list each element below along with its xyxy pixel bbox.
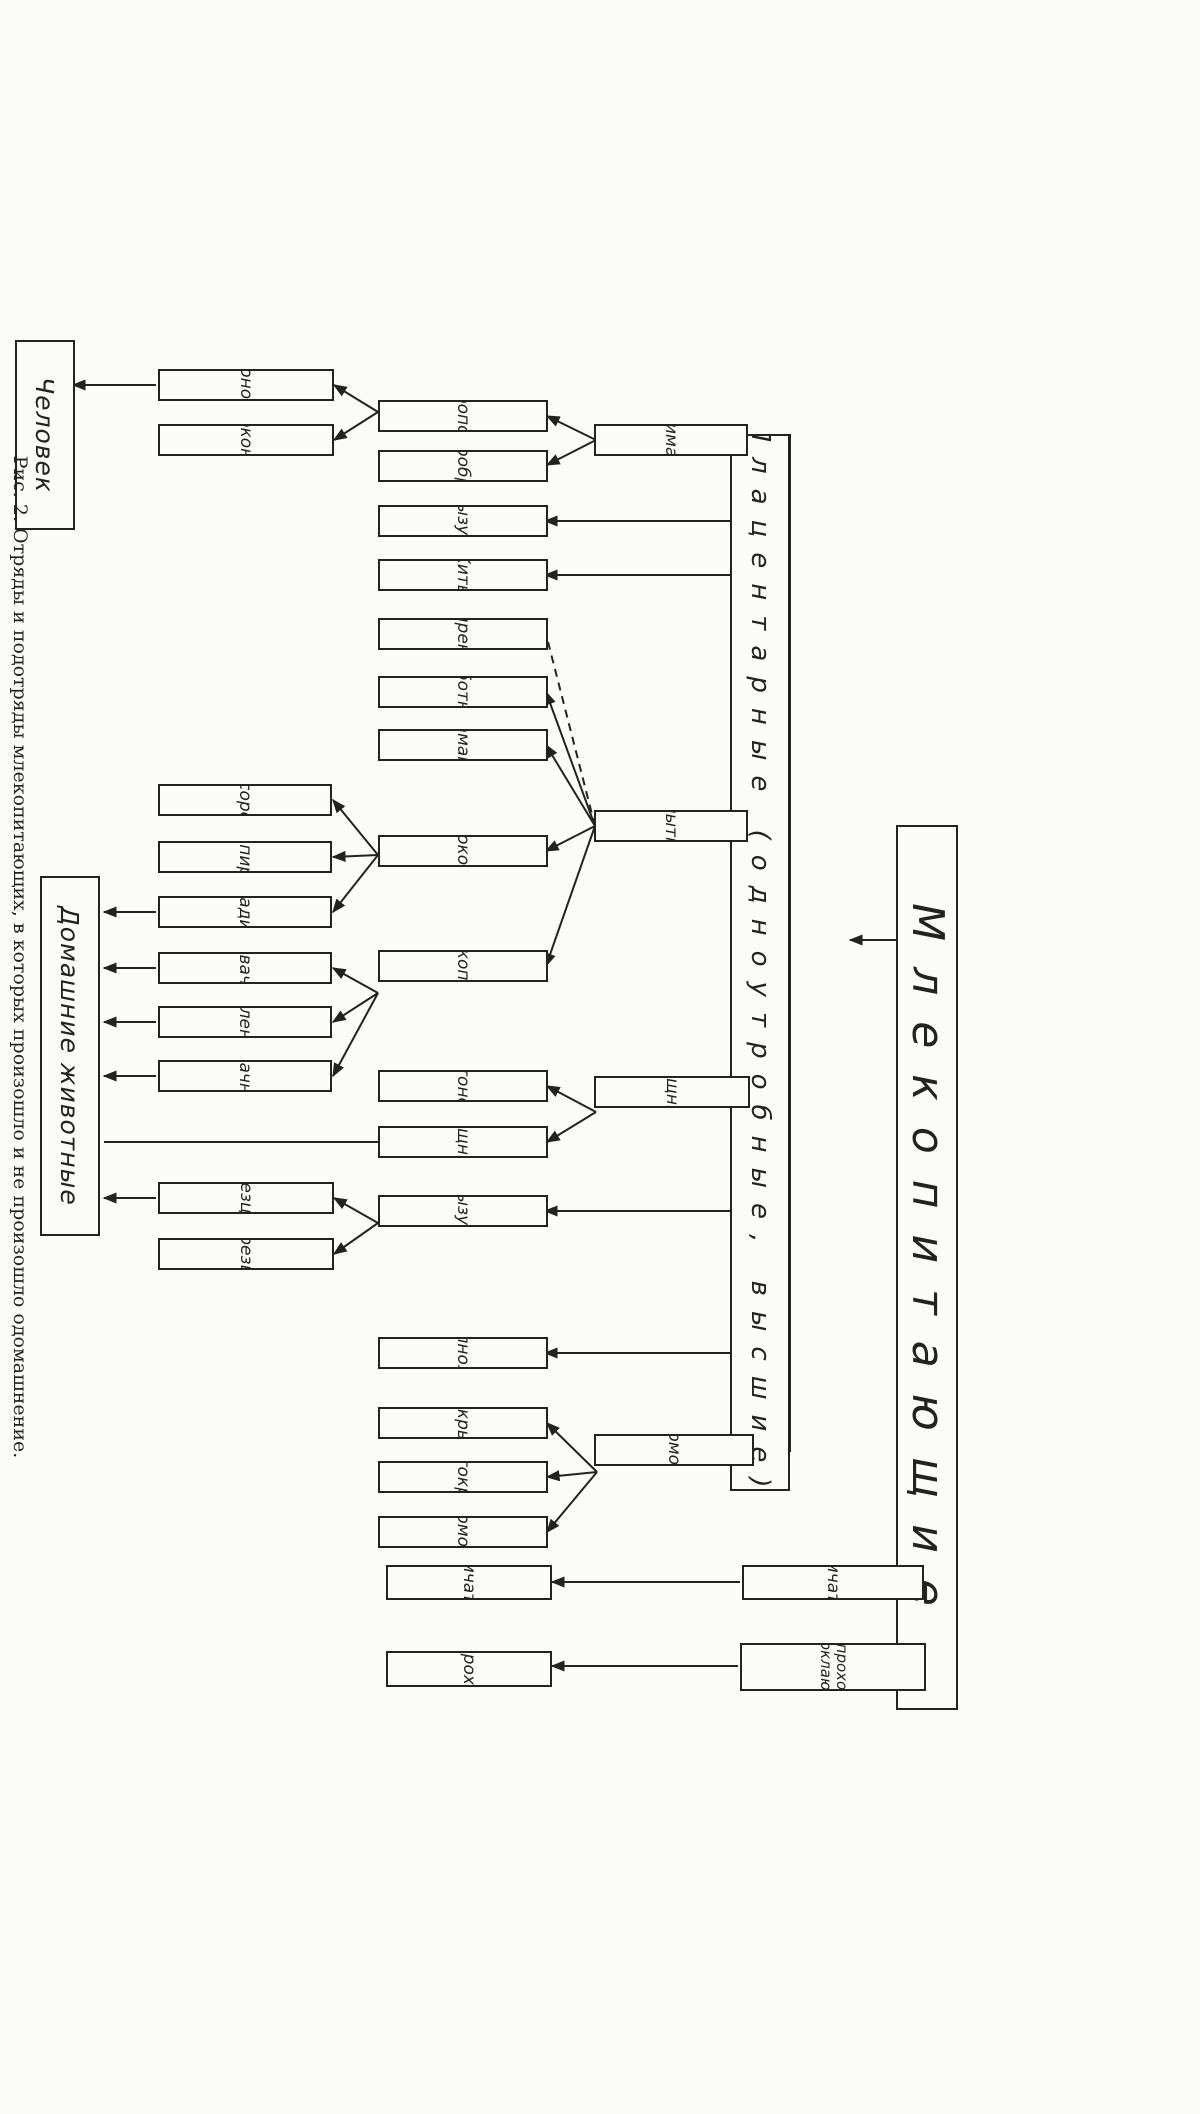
node-ungulates: Копытные xyxy=(594,810,748,842)
node-nonruminants: Нежвачные xyxy=(158,952,332,984)
node-ruminants: Жвачные xyxy=(158,1060,332,1092)
node-lagomorphs-group: Грызуны xyxy=(378,1195,548,1227)
node-proboscideans: Хоботные xyxy=(378,676,548,708)
node-tapirs: Тапиры xyxy=(158,841,332,873)
node-duplicidentata: Двурезцовые xyxy=(158,1182,334,1214)
node-monotremes-group: Однопроходные рыбоклающие xyxy=(740,1643,926,1691)
node-broad-nosed: Широконосые xyxy=(158,424,334,456)
node-cetaceans: Киты xyxy=(378,559,548,591)
node-marsupials-order: Сумчатые xyxy=(386,1565,552,1600)
node-pinnipeds: Ластоногие xyxy=(378,1070,548,1102)
node-insectivores: Насекомоядные xyxy=(378,1516,548,1548)
node-rhinos: Носороги xyxy=(158,784,332,816)
node-rodents-upper: Грызуны xyxy=(378,505,548,537)
figure-caption: Рис. 2. Отряды и подотряды млекопитающих… xyxy=(9,455,31,1459)
node-lemurs: Лемурообразные xyxy=(378,450,548,482)
node-tylopods: Мозоленогие xyxy=(158,1006,332,1038)
node-simplicidentata: Однорезцовые xyxy=(158,1238,334,1270)
node-placental: Плацентарные (одноутробные, высшие) xyxy=(730,434,790,1491)
node-even-toed: Парнокопытные xyxy=(378,950,548,982)
node-equids: Лошадиные xyxy=(158,896,332,928)
node-odd-toed: Непарнокопытные xyxy=(378,835,548,867)
node-bats: Шерстокрылые xyxy=(378,1461,548,1493)
node-insectivores-group: Насекомоядные xyxy=(594,1434,754,1466)
node-edentates: Неполнозубые xyxy=(378,1337,548,1369)
node-marsupials-group: Сумчатые xyxy=(742,1565,924,1600)
node-domestic: Домашние животные xyxy=(40,876,100,1236)
node-hyraxes: Даманы xyxy=(378,729,548,761)
node-dermoptera: Рукокрылые xyxy=(378,1407,548,1439)
node-primates: Приматы xyxy=(594,424,748,456)
node-anthropoids: Антропоиды xyxy=(378,400,548,432)
node-narrow-nosed: Узконосые xyxy=(158,369,334,401)
node-monotremes-order: Однопроходные xyxy=(386,1651,552,1687)
node-sirenians: Сирены xyxy=(378,618,548,650)
node-carnivores: Хищные xyxy=(378,1126,548,1158)
node-carnivores-group: Хищные xyxy=(594,1076,750,1108)
